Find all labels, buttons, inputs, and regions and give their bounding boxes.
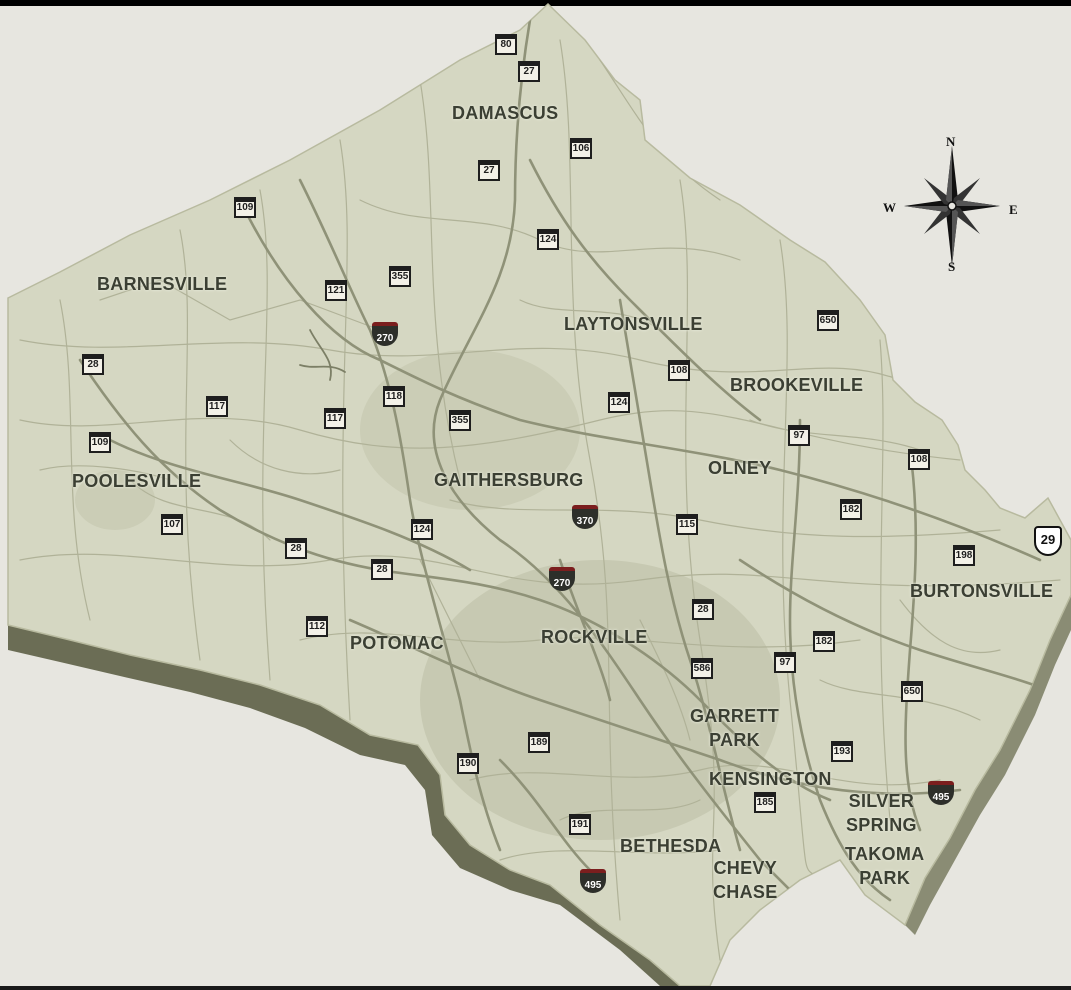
route-shield: 28 <box>82 354 104 375</box>
route-shield: 586 <box>691 658 713 679</box>
compass-west: W <box>883 200 896 215</box>
top-border <box>0 0 1071 6</box>
route-shield: 118 <box>383 386 405 407</box>
route-shield: 185 <box>754 792 776 813</box>
place-potomac: POTOMAC <box>350 633 444 653</box>
route-shield: 650 <box>901 681 923 702</box>
place-damascus: DAMASCUS <box>452 103 559 123</box>
place-brookeville: BROOKEVILLE <box>730 375 864 395</box>
compass-east: E <box>1009 202 1018 217</box>
place-bethesda: BETHESDA <box>620 836 722 856</box>
route-shield: 97 <box>788 425 810 446</box>
place-laytonsville: LAYTONSVILLE <box>564 314 703 334</box>
route-shield: 198 <box>953 545 975 566</box>
route-shield: 190 <box>457 753 479 774</box>
interstate-shield: 270 <box>549 567 575 591</box>
route-shield: 80 <box>495 34 517 55</box>
route-shield: 115 <box>676 514 698 535</box>
interstate-shield: 270 <box>372 322 398 346</box>
route-shield: 28 <box>692 599 714 620</box>
interstate-shield: 495 <box>580 869 606 893</box>
place-burtonsville: BURTONSVILLE <box>910 581 1054 601</box>
route-shield: 109 <box>89 432 111 453</box>
route-shield: 355 <box>389 266 411 287</box>
route-shield: 117 <box>206 396 228 417</box>
route-shield: 650 <box>817 310 839 331</box>
route-shield: 28 <box>285 538 307 559</box>
route-shield: 28 <box>371 559 393 580</box>
route-shield: 189 <box>528 732 550 753</box>
route-shield: 355 <box>449 410 471 431</box>
compass-rose-icon: N S E W <box>880 132 1030 274</box>
place-rockville: ROCKVILLE <box>541 627 648 647</box>
route-shield: 193 <box>831 741 853 762</box>
route-shield: 124 <box>537 229 559 250</box>
route-shield: 109 <box>234 197 256 218</box>
place-olney: OLNEY <box>708 458 772 478</box>
compass-north: N <box>946 134 956 149</box>
route-shield: 124 <box>608 392 630 413</box>
place-kensington: KENSINGTON <box>709 769 832 789</box>
route-shield: 121 <box>325 280 347 301</box>
route-shield: 97 <box>774 652 796 673</box>
compass-south: S <box>948 259 956 274</box>
route-shield: 108 <box>668 360 690 381</box>
route-shield: 182 <box>840 499 862 520</box>
route-shield: 108 <box>908 449 930 470</box>
place-barnesville: BARNESVILLE <box>97 274 228 294</box>
route-shield: 182 <box>813 631 835 652</box>
route-shield: 117 <box>324 408 346 429</box>
route-shield: 191 <box>569 814 591 835</box>
route-shield: 27 <box>518 61 540 82</box>
interstate-shield: 370 <box>572 505 598 529</box>
route-shield: 27 <box>478 160 500 181</box>
route-shield: 112 <box>306 616 328 637</box>
place-gaithersburg: GAITHERSBURG <box>434 470 584 490</box>
interstate-shield: 495 <box>928 781 954 805</box>
place-poolesville: POOLESVILLE <box>72 471 202 491</box>
route-shield: 106 <box>570 138 592 159</box>
route-shield: 124 <box>411 519 433 540</box>
route-shield: 107 <box>161 514 183 535</box>
compass-star-icon <box>904 146 1000 266</box>
us-route-shield: 29 <box>1034 526 1062 556</box>
bottom-border <box>0 986 1071 990</box>
